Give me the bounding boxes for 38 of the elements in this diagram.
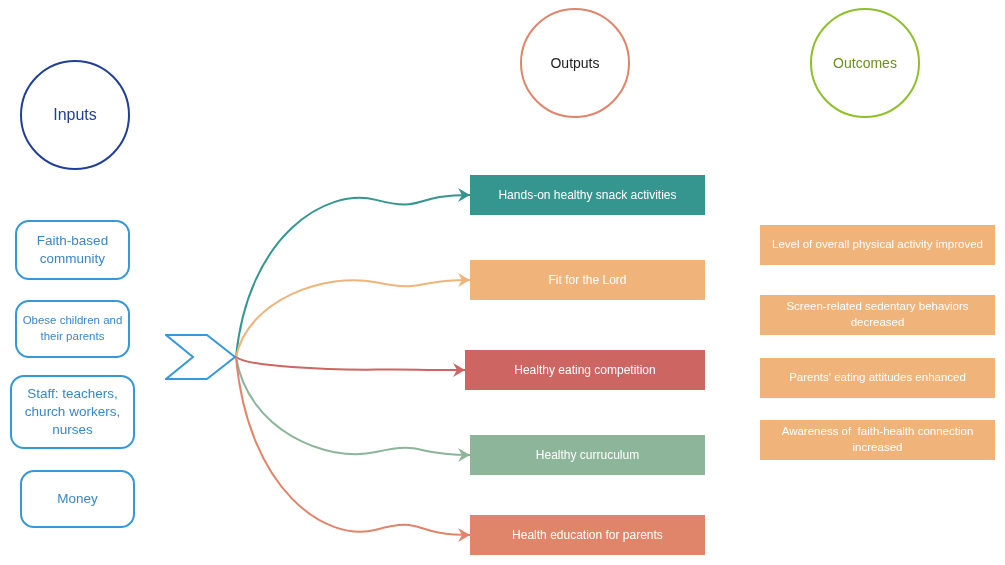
process-box: [760, 358, 995, 398]
node-label: Inputs: [53, 105, 97, 126]
input-box: [15, 220, 130, 280]
arrow: [235, 356, 471, 542]
node-label: Healthy eating competition: [514, 361, 656, 379]
section-circle: [810, 8, 920, 118]
input-box: [20, 470, 135, 528]
node-label: Level of overall physical activity improved: [772, 237, 983, 253]
node-label: Health education for parents: [512, 526, 663, 544]
input-box: [10, 375, 135, 449]
node-label: Staff: teachers, church workers, nurses: [23, 384, 122, 440]
process-box: [760, 295, 995, 335]
arrow: [235, 188, 471, 358]
process-box: [465, 350, 705, 390]
node-label: Obese children and their parents: [22, 313, 123, 344]
process-box: [760, 420, 995, 460]
process-box: [470, 260, 705, 300]
node-label: Hands-on healthy snack activities: [498, 186, 677, 204]
process-box: [470, 175, 705, 215]
node-label: Money: [57, 489, 98, 508]
node-label: Faith-based community: [35, 231, 110, 268]
node-label: Outcomes: [833, 53, 897, 73]
process-box: [760, 225, 995, 265]
process-box: [470, 515, 705, 555]
node-label: Fit for the Lord: [548, 271, 627, 289]
section-circle: [520, 8, 630, 118]
arrow: [235, 273, 471, 358]
process-box: [470, 435, 705, 475]
node-label: Parents' eating attitudes enhanced: [789, 370, 966, 386]
node-label: Screen-related sedentary behaviors decreased: [785, 299, 970, 330]
input-box: [15, 300, 130, 358]
chevron-shape: [165, 333, 237, 381]
node-label: Outputs: [550, 53, 600, 73]
section-circle: [20, 60, 130, 170]
arrow: [235, 356, 466, 377]
arrow: [235, 356, 471, 462]
node-label: Healthy curruculum: [535, 446, 640, 464]
node-label: Awareness of faith-health connection increased: [780, 424, 975, 455]
